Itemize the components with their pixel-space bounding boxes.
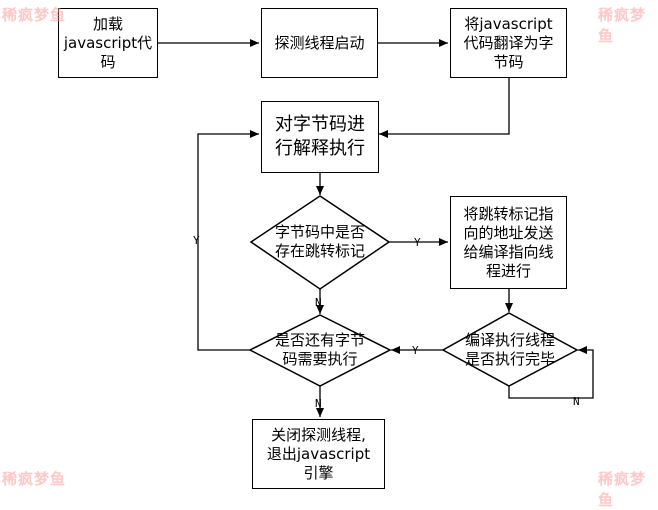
decision-more-bytecode-text: 是否还有字节 码需要执行: [274, 331, 365, 368]
process-translate-bytecode-text: 将javascript 代码翻译为字 节码: [463, 14, 554, 71]
decision-compile-done-text: 编译执行线程 是否执行完毕: [464, 331, 555, 368]
process-interpret-bytecode: 对字节码进 行解释执行: [261, 101, 379, 173]
process-send-to-compiler: 将跳转标记指 向的地址发送 给编译指向线 程进行: [450, 196, 567, 289]
process-close-engine: 关闭探测线程, 退出javascript 引擎: [252, 419, 385, 489]
label-jump-no: N: [315, 296, 322, 309]
process-start-thread-text: 探测线程启动: [274, 33, 365, 52]
process-close-engine-text: 关闭探测线程, 退出javascript 引擎: [266, 425, 371, 482]
label-jump-yes: Y: [414, 236, 421, 249]
decision-compile-done-shape: [441, 312, 579, 387]
edge-more-yes-loop: [197, 130, 259, 351]
label-more-yes: Y: [193, 234, 200, 247]
decision-has-jump-text: 字节码中是否 存在跳转标记: [274, 223, 365, 260]
watermark-top-right: 稀疯梦鱼: [598, 6, 647, 45]
process-start-thread: 探测线程启动: [261, 8, 378, 78]
process-load-js-text: 加载 javascript代 码: [63, 14, 153, 71]
process-interpret-bytecode-text: 对字节码进 行解释执行: [275, 114, 365, 159]
process-send-to-compiler-text: 将跳转标记指 向的地址发送 给编译指向线 程进行: [463, 204, 554, 280]
flowchart-connectors: [157, 39, 594, 417]
watermark-bottom-left: 稀疯梦鱼: [2, 470, 67, 488]
process-load-js: 加载 javascript代 码: [58, 8, 158, 78]
decision-more-bytecode-shape: [248, 314, 392, 387]
label-done-yes: Y: [412, 344, 419, 357]
edge-translate-to-interpret: [379, 77, 510, 138]
label-done-no: N: [573, 395, 580, 408]
watermark-top-left: 稀疯梦鱼: [2, 6, 67, 24]
watermark-bottom-right: 稀疯梦鱼: [598, 470, 647, 509]
edge-done-no-loop: [508, 346, 594, 399]
decision-has-jump-shape: [249, 195, 391, 290]
label-more-no: N: [315, 397, 322, 410]
process-translate-bytecode: 将javascript 代码翻译为字 节码: [450, 8, 567, 78]
